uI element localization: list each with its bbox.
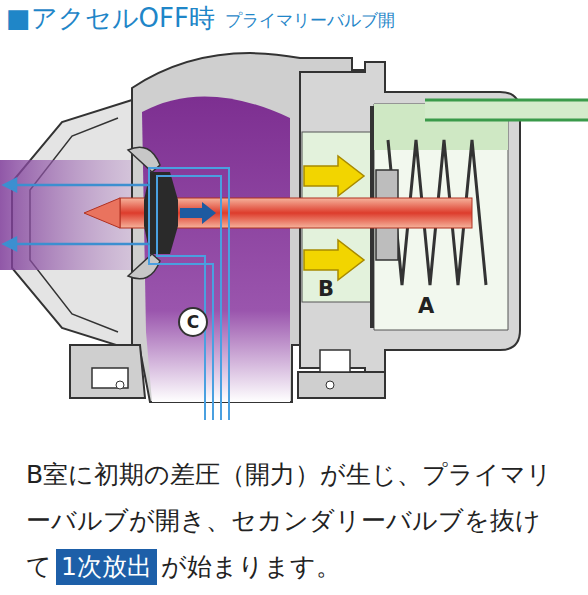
highlight-box: 1次放出 (56, 549, 157, 585)
caption-paragraph: B室に初期の差圧（開力）が生じ、プライマリーバルブが開き、セカンダリーバルブを抜… (26, 452, 566, 590)
title: ■アクセルOFF時 (6, 2, 215, 34)
callout-circle: C (178, 307, 208, 337)
chamber-label: B (318, 277, 334, 301)
caption-tail: が始まります。 (161, 552, 341, 581)
chamber-label: A (418, 294, 434, 318)
callout-letter: C (187, 312, 199, 332)
subtitle: プライマリーバルブ開 (225, 10, 395, 30)
highlight-text: 1次放出 (61, 552, 152, 581)
